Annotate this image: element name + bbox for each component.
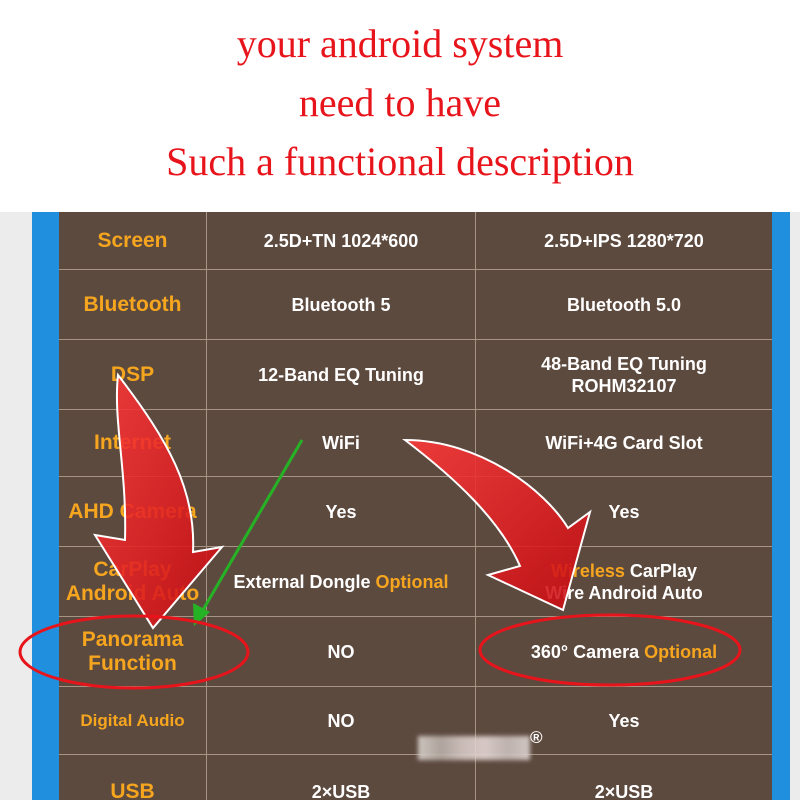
heading: your android system need to have Such a …	[0, 14, 800, 191]
basic-value: Yes	[207, 477, 476, 546]
basic-value: 2×USB	[207, 755, 476, 800]
spec-table: Screen 2.5D+TN 1024*600 2.5D+IPS 1280*72…	[59, 212, 772, 800]
row-label: Digital Audio	[59, 687, 207, 754]
table-row-usb: USB 2×USB 2×USB	[59, 755, 772, 800]
basic-value: 12-Band EQ Tuning	[207, 340, 476, 409]
advanced-value: 2×USB	[594, 782, 654, 800]
basic-value: 2.5D+TN 1024*600	[207, 212, 476, 269]
row-label-line-2: Function	[88, 651, 177, 675]
advanced-value: Yes	[608, 501, 640, 522]
optional-tag: Optional	[375, 571, 449, 592]
heading-line-2: need to have	[298, 80, 502, 125]
spec-table-frame: Screen 2.5D+TN 1024*600 2.5D+IPS 1280*72…	[32, 212, 790, 800]
row-label: AHD Camera	[59, 477, 207, 546]
basic-value: NO	[207, 687, 476, 754]
table-row-digital-audio: Digital Audio NO Yes	[59, 687, 772, 755]
row-label: USB	[59, 755, 207, 800]
advanced-value-line-1: 48-Band EQ Tuning	[541, 353, 707, 374]
basic-value: External Dongle Optional	[207, 547, 476, 616]
table-row-internet: Internet WiFi WiFi+4G Card Slot	[59, 410, 772, 477]
row-label: DSP	[59, 340, 207, 409]
advanced-value: Bluetooth 5.0	[566, 294, 681, 315]
advanced-value: Yes	[608, 710, 640, 731]
table-row-screen: Screen 2.5D+TN 1024*600 2.5D+IPS 1280*72…	[59, 212, 772, 270]
wireless-tag: Wireless	[551, 560, 625, 581]
advanced-value: WiFi+4G Card Slot	[545, 433, 703, 453]
row-label: Screen	[59, 212, 207, 269]
advanced-value-line-2: ROHM32107	[571, 375, 677, 396]
heading-line-1: your android system	[236, 21, 564, 66]
advanced-value: 2.5D+IPS 1280*720	[544, 230, 704, 251]
row-label-line-2: Android Auto	[65, 581, 200, 605]
heading-line-3: Such a functional description	[166, 139, 634, 184]
registered-mark: ®	[530, 728, 543, 747]
row-label-line-1: Panorama	[81, 627, 184, 651]
row-label: Bluetooth	[59, 270, 207, 339]
advanced-value-line-2: Wire Android Auto	[545, 582, 703, 603]
advanced-value-text: 360° Camera	[530, 641, 640, 662]
row-label: Internet	[59, 410, 207, 476]
row-label-line-1: CarPlay	[93, 557, 172, 581]
basic-value-text: External Dongle	[233, 571, 371, 592]
basic-value: WiFi	[207, 410, 476, 476]
left-margin	[0, 212, 32, 800]
basic-value: Bluetooth 5	[207, 270, 476, 339]
advanced-value: 360° Camera Optional	[476, 617, 772, 686]
advanced-value-line-1: CarPlay	[629, 560, 697, 581]
right-margin	[790, 212, 800, 800]
table-row-bluetooth: Bluetooth Bluetooth 5 Bluetooth 5.0	[59, 270, 772, 340]
blurred-watermark	[418, 736, 530, 760]
basic-value: NO	[207, 617, 476, 686]
optional-tag: Optional	[644, 641, 718, 662]
table-row-ahd-camera: AHD Camera Yes Yes	[59, 477, 772, 547]
